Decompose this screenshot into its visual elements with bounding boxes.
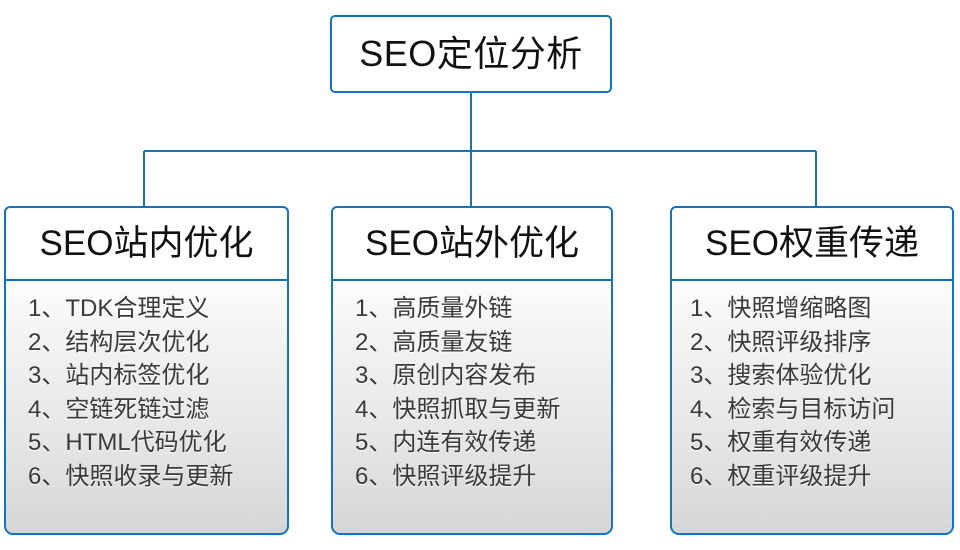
list-item: 4、快照抓取与更新 [355,395,561,423]
list-item: 4、空链死链过滤 [28,395,210,423]
list-item: 6、快照收录与更新 [28,462,234,490]
list-item: 3、站内标签优化 [28,362,210,389]
list-item: 6、快照评级提升 [355,462,537,490]
branch-header-label-1: SEO站内优化 [39,224,254,263]
list-item: 2、高质量友链 [355,328,513,356]
list-item: 4、检索与目标访问 [690,395,896,423]
list-item: 2、结构层次优化 [28,328,210,356]
list-item: 5、内连有效传递 [355,429,537,456]
list-item: 1、快照增缩略图 [690,295,872,322]
list-item: 3、原创内容发布 [355,362,537,389]
branch-header-1[interactable]: SEO站内优化 [4,206,289,281]
branch-header-3[interactable]: SEO权重传递 [670,206,954,281]
branch-body-1: 1、TDK合理定义 2、结构层次优化 3、站内标签优化 4、空链死链过滤 5、H… [4,280,289,535]
root-node-label: SEO定位分析 [359,33,583,74]
branch-column-3: SEO权重传递 1、快照增缩略图 2、快照评级排序 3、搜索体验优化 4、检索与… [670,206,954,535]
root-node[interactable]: SEO定位分析 [330,15,612,93]
branch-column-2: SEO站外优化 1、高质量外链 2、高质量友链 3、原创内容发布 4、快照抓取与… [331,206,613,535]
branch-item-list-1: 1、TDK合理定义 2、结构层次优化 3、站内标签优化 4、空链死链过滤 5、H… [6,292,287,493]
list-item: 1、TDK合理定义 [28,295,210,322]
branch-body-2: 1、高质量外链 2、高质量友链 3、原创内容发布 4、快照抓取与更新 5、内连有… [331,280,613,535]
list-item: 6、权重评级提升 [690,462,872,490]
list-item: 5、权重有效传递 [690,429,872,456]
list-item: 3、搜索体验优化 [690,362,872,389]
branch-header-label-2: SEO站外优化 [365,224,579,263]
branch-item-list-3: 1、快照增缩略图 2、快照评级排序 3、搜索体验优化 4、检索与目标访问 5、权… [672,292,952,493]
branch-header-label-3: SEO权重传递 [705,224,919,263]
branch-item-list-2: 1、高质量外链 2、高质量友链 3、原创内容发布 4、快照抓取与更新 5、内连有… [333,292,611,493]
list-item: 2、快照评级排序 [690,328,872,356]
list-item: 1、高质量外链 [355,295,513,322]
branch-column-1: SEO站内优化 1、TDK合理定义 2、结构层次优化 3、站内标签优化 4、空链… [4,206,289,535]
branch-header-2[interactable]: SEO站外优化 [331,206,613,281]
branch-body-3: 1、快照增缩略图 2、快照评级排序 3、搜索体验优化 4、检索与目标访问 5、权… [670,280,954,535]
list-item: 5、HTML代码优化 [28,429,227,456]
